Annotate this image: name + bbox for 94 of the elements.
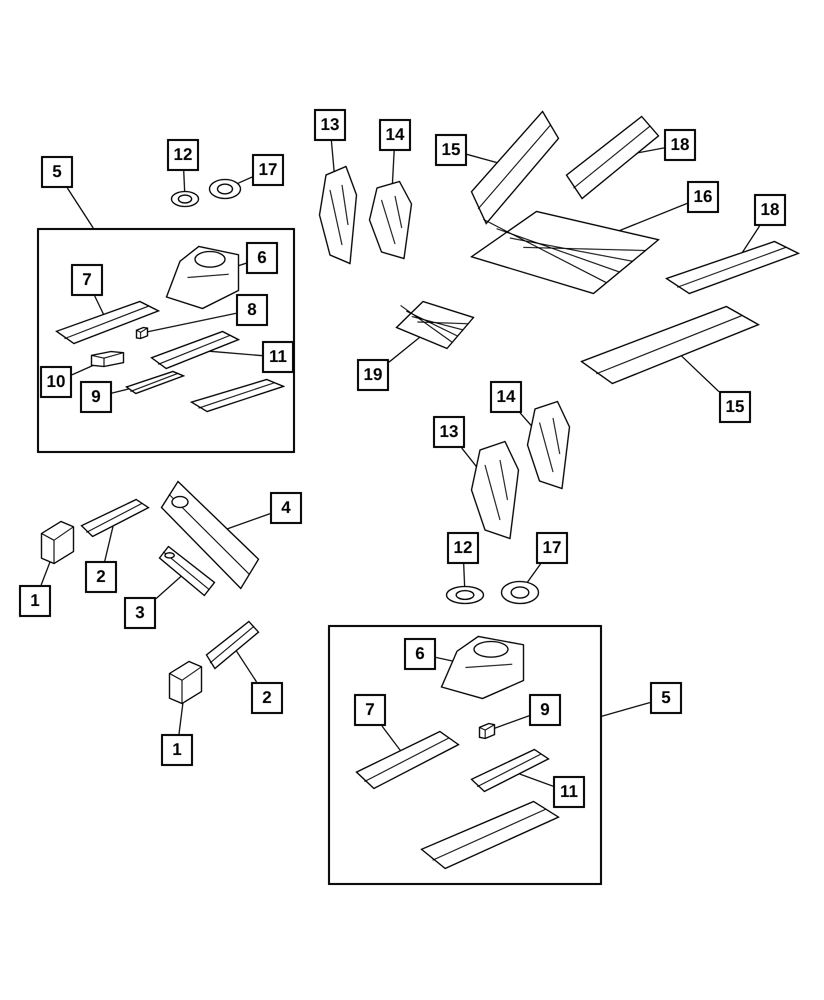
group-frame [37,228,295,453]
leader-line [94,296,104,315]
callout-number: 11 [553,776,585,808]
leader-line [463,564,466,587]
leader-line [237,176,252,184]
leader-line [236,650,258,682]
rail-drawing [470,748,550,793]
callout-number: 6 [404,638,436,670]
leader-line [66,188,94,228]
leader-line [238,262,246,266]
callout-number: 12 [167,139,199,171]
callout-number: 18 [664,129,696,161]
rail-drawing [125,370,185,395]
leader-line [392,150,395,184]
leader-line [112,388,130,394]
group-frame [328,625,602,885]
leader-line [526,564,541,583]
callout-number: 4 [270,492,302,524]
callout-number: 15 [719,391,751,423]
rail-drawing [580,305,760,385]
callout-number: 12 [447,532,479,564]
leader-line [638,147,664,154]
callout-number: 3 [124,597,156,629]
callout-number: 14 [490,381,522,413]
callout-number: 17 [536,532,568,564]
callout-number: 5 [650,682,682,714]
leader-line [742,226,760,253]
callout-number: 11 [262,341,294,373]
callout-number: 9 [80,381,112,413]
leader-line [209,350,262,356]
leader-line [156,576,182,600]
pillar-drawing [526,400,571,490]
bracket-drawing [40,520,75,565]
callout-number: 1 [161,734,193,766]
pillar-drawing [318,165,358,265]
leader-line [619,202,688,232]
bar-drawing [158,545,216,597]
leader-line [147,312,236,332]
leader-line [40,562,51,586]
bracket-drawing [135,326,149,340]
leader-line [388,336,420,363]
callout-number: 9 [529,694,561,726]
callout-number: 15 [435,134,467,166]
rail-drawing [205,620,260,670]
leader-line [494,715,530,729]
tower-drawing [440,635,525,700]
callout-number: 7 [71,264,103,296]
callout-number: 7 [354,694,386,726]
callout-number: 13 [314,109,346,141]
pillar-drawing [470,440,520,540]
rail-drawing [470,110,560,225]
leader-line [520,412,532,426]
callout-number: 5 [41,156,73,188]
callout-number: 1 [19,585,51,617]
leader-line [183,170,186,192]
bracket-drawing [478,722,496,740]
callout-number: 10 [40,366,72,398]
rail-drawing [565,115,660,200]
pillar-drawing [368,180,413,260]
leader-line [382,726,401,752]
leader-line [680,355,720,392]
bracket-drawing [90,350,125,368]
leader-line [226,513,270,530]
rail-drawing [55,300,160,345]
callout-number: 2 [85,561,117,593]
leader-line [104,526,114,562]
panel-drawing [395,300,475,350]
washer-drawing [445,585,485,605]
leader-line [330,140,335,172]
callout-number: 17 [252,154,284,186]
callout-number: 19 [357,359,389,391]
callout-number: 14 [379,119,411,151]
leader-line [436,656,453,662]
callout-number: 16 [687,181,719,213]
callout-number: 6 [246,242,278,274]
rail-drawing [665,240,800,295]
callout-number: 8 [236,294,268,326]
washer-drawing [208,178,242,200]
callout-number: 2 [251,682,283,714]
leader-line [178,702,184,734]
washer-drawing [170,190,200,208]
rail-drawing [80,498,150,538]
leader-line [518,773,554,787]
tower-drawing [165,245,240,310]
leader-line [72,364,94,376]
leader-line [466,154,498,164]
bracket-drawing [168,660,203,705]
washer-drawing [500,580,540,605]
rail-drawing [355,730,460,790]
leader-line [602,702,650,717]
floor-pan-drawing [470,210,660,295]
callout-number: 18 [754,194,786,226]
leader-line [461,448,477,467]
callout-number: 13 [433,416,465,448]
